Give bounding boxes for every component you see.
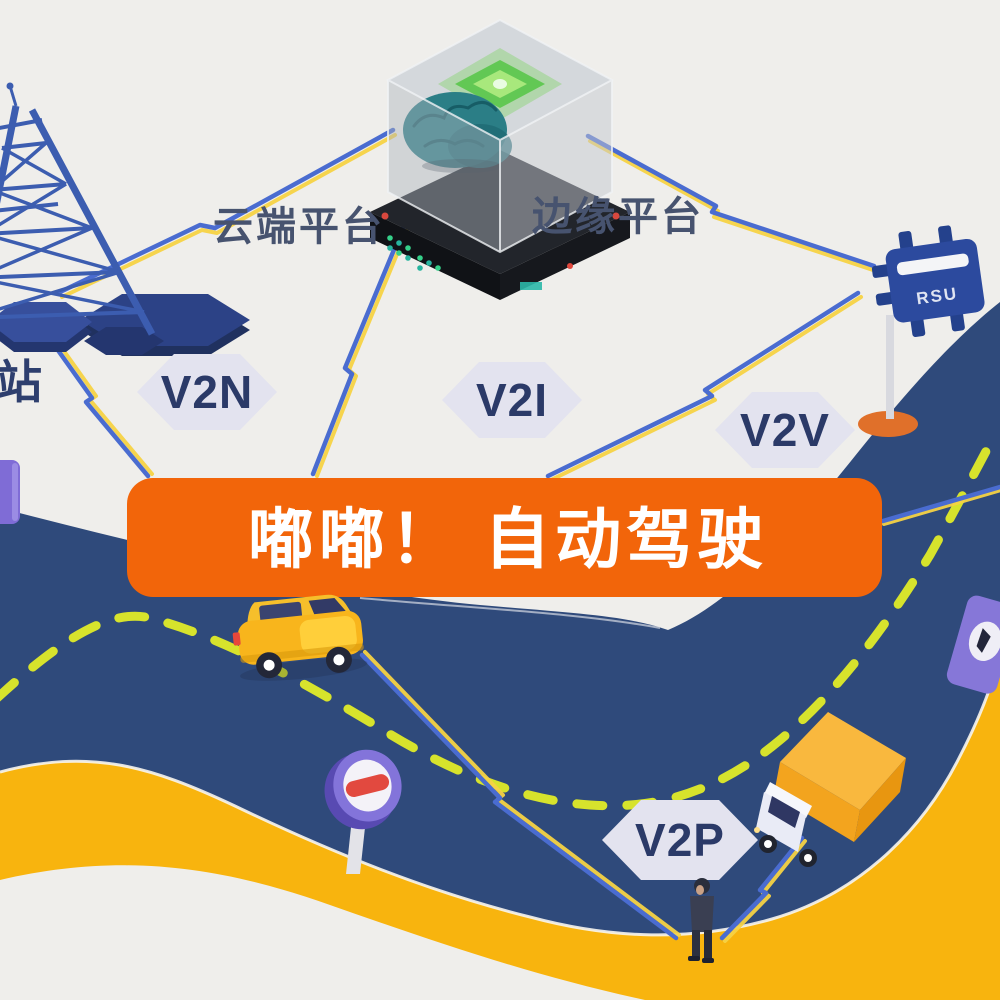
lane-divider-dashes [0, 435, 997, 811]
rsu-unit: RSU [858, 225, 985, 437]
cloud-platform-device [370, 18, 630, 300]
glass-cube [385, 18, 615, 254]
server-leds [387, 235, 573, 290]
road-shoulder [0, 650, 1000, 1000]
road-edge-line [0, 649, 1000, 937]
base-station-label: 站 [0, 356, 42, 408]
badge-v2n-label: V2N [161, 366, 253, 418]
banner-text: 嘟嘟！ 自动驾驶 [248, 502, 768, 576]
road-top-edge-line [359, 597, 661, 629]
rsu-mound [858, 411, 918, 437]
badge-v2p: V2P [602, 800, 758, 880]
bolt-road-right [880, 484, 1000, 526]
road [0, 302, 1000, 935]
bolt-tower-banner [37, 321, 154, 479]
bolt-cloud-banner [310, 225, 409, 478]
cloud-platform-label: 云端平台 [213, 205, 385, 249]
bolt-rsu-banner [545, 290, 863, 482]
badge-v2p-label: V2P [635, 814, 725, 866]
taxi-car [232, 594, 368, 681]
bolt-car-pedestrian [359, 650, 681, 941]
rsu-pole [886, 315, 894, 419]
base-station-tower [0, 82, 156, 336]
bolt-tower-cloud [57, 127, 397, 299]
badge-v2i-label: V2I [476, 374, 548, 426]
left-road-sign [0, 460, 20, 524]
badge-v2n: V2N [137, 354, 277, 430]
pedestrian [688, 878, 714, 963]
delivery-truck [754, 712, 906, 867]
badge-v2v-label: V2V [740, 404, 830, 456]
no-entry-sign [324, 749, 402, 874]
edge-platform-label: 边缘平台 [532, 195, 704, 239]
badge-v2v: V2V [715, 392, 855, 468]
sign-pole [346, 818, 366, 874]
ai-brain [403, 92, 512, 173]
bolt-truck-pedestrian [719, 835, 807, 943]
bolt-cloud-rsu [585, 133, 878, 273]
badge-v2i: V2I [442, 362, 582, 438]
base-station-platform [0, 294, 250, 356]
banner: 嘟嘟！ 自动驾驶 [127, 478, 882, 597]
